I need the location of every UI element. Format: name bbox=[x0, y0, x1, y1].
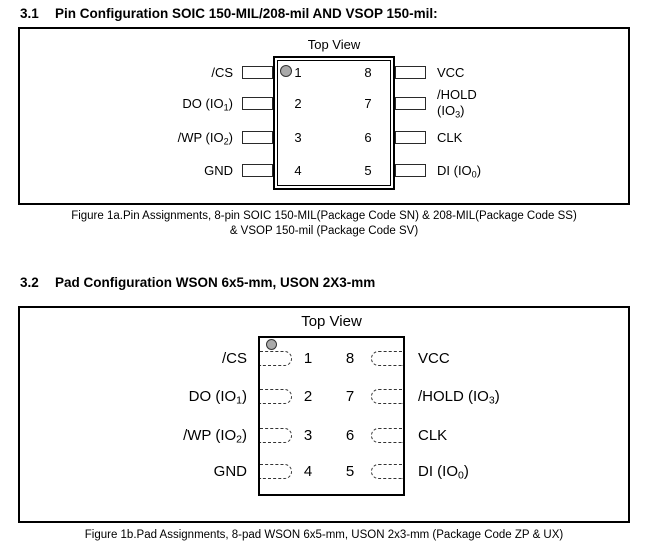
pad-5 bbox=[371, 464, 403, 479]
pad1-marker-dot-icon bbox=[266, 339, 277, 350]
pad-number-7: 7 bbox=[345, 388, 355, 405]
pin-number-1: 1 bbox=[294, 65, 302, 80]
pad-label-clk: CLK bbox=[418, 427, 448, 444]
pin-number-5: 5 bbox=[364, 163, 372, 178]
pin-number-7: 7 bbox=[364, 96, 372, 111]
pin-label-di: DI (IO0) bbox=[437, 163, 482, 180]
pin-number-8: 8 bbox=[364, 65, 372, 80]
pin-label-gnd: GND bbox=[204, 163, 233, 178]
pad-4 bbox=[260, 464, 292, 479]
pad-number-6: 6 bbox=[345, 427, 355, 444]
top-view-label: Top View bbox=[301, 313, 362, 330]
pin-number-3: 3 bbox=[294, 130, 302, 145]
pin-label-cs: /CS bbox=[211, 65, 233, 80]
section-number: 3.1 bbox=[20, 6, 39, 21]
soic-package-inner-outline bbox=[277, 60, 391, 186]
figure-1a-caption: Figure 1a.Pin Assignments, 8-pin SOIC 15… bbox=[0, 209, 648, 239]
pad-1 bbox=[260, 351, 292, 366]
pad-number-5: 5 bbox=[345, 463, 355, 480]
pad-number-2: 2 bbox=[303, 388, 313, 405]
figure-1a-caption-line1: Figure 1a.Pin Assignments, 8-pin SOIC 15… bbox=[71, 210, 577, 222]
figure-1b-caption: Figure 1b.Pad Assignments, 8-pad WSON 6x… bbox=[84, 529, 564, 541]
pad-number-4: 4 bbox=[303, 463, 313, 480]
pin1-marker-dot-icon bbox=[280, 65, 292, 77]
pin-label-hold: /HOLD (IO3) bbox=[437, 87, 477, 120]
figure-1a-frame: Top View /CS DO (IO1) /WP (IO2) GND 1 2 … bbox=[18, 27, 630, 205]
pad-number-3: 3 bbox=[303, 427, 313, 444]
pad-8 bbox=[371, 351, 403, 366]
section-number: 3.2 bbox=[20, 275, 39, 290]
section-title: Pad Configuration WSON 6x5-mm, USON 2X3-… bbox=[55, 275, 376, 290]
pad-label-cs: /CS bbox=[221, 350, 247, 367]
pin-label-clk: CLK bbox=[437, 130, 463, 145]
figure-1a-caption-line2: & VSOP 150-mil (Package Code SV) bbox=[229, 225, 419, 237]
figure-1b-frame: Top View /CS DO (IO1) /WP (IO2) GND 1 2 … bbox=[18, 306, 630, 523]
pin-label-do: DO (IO1) bbox=[182, 96, 233, 113]
pin-lead-2 bbox=[242, 97, 273, 110]
pad-label-hold: /HOLD (IO3) bbox=[418, 388, 500, 407]
pin-label-wp: /WP (IO2) bbox=[177, 130, 233, 147]
pin-lead-3 bbox=[242, 131, 273, 144]
pad-number-1: 1 bbox=[303, 350, 313, 367]
pad-number-8: 8 bbox=[345, 350, 355, 367]
pin-lead-7 bbox=[395, 97, 426, 110]
pad-2 bbox=[260, 389, 292, 404]
pin-number-6: 6 bbox=[364, 130, 372, 145]
top-view-label: Top View bbox=[307, 37, 361, 52]
pin-lead-5 bbox=[395, 164, 426, 177]
section-3-2-heading: 3.2 Pad Configuration WSON 6x5-mm, USON … bbox=[20, 274, 375, 291]
pad-label-gnd: GND bbox=[213, 463, 247, 480]
section-title: Pin Configuration SOIC 150-MIL/208-mil A… bbox=[55, 6, 438, 21]
pad-7 bbox=[371, 389, 403, 404]
pin-label-vcc: VCC bbox=[437, 65, 465, 80]
pin-number-4: 4 bbox=[294, 163, 302, 178]
pad-label-di: DI (IO0) bbox=[418, 463, 469, 482]
pin-lead-8 bbox=[395, 66, 426, 79]
pad-label-wp: /WP (IO2) bbox=[183, 427, 247, 446]
pin-lead-4 bbox=[242, 164, 273, 177]
pin-number-2: 2 bbox=[294, 96, 302, 111]
pin-lead-1 bbox=[242, 66, 273, 79]
section-3-1-heading: 3.1 Pin Configuration SOIC 150-MIL/208-m… bbox=[20, 5, 438, 22]
pad-label-do: DO (IO1) bbox=[188, 388, 247, 407]
pad-3 bbox=[260, 428, 292, 443]
pin-lead-6 bbox=[395, 131, 426, 144]
pad-6 bbox=[371, 428, 403, 443]
pad-label-vcc: VCC bbox=[418, 350, 450, 367]
soic-package-body bbox=[273, 56, 395, 190]
